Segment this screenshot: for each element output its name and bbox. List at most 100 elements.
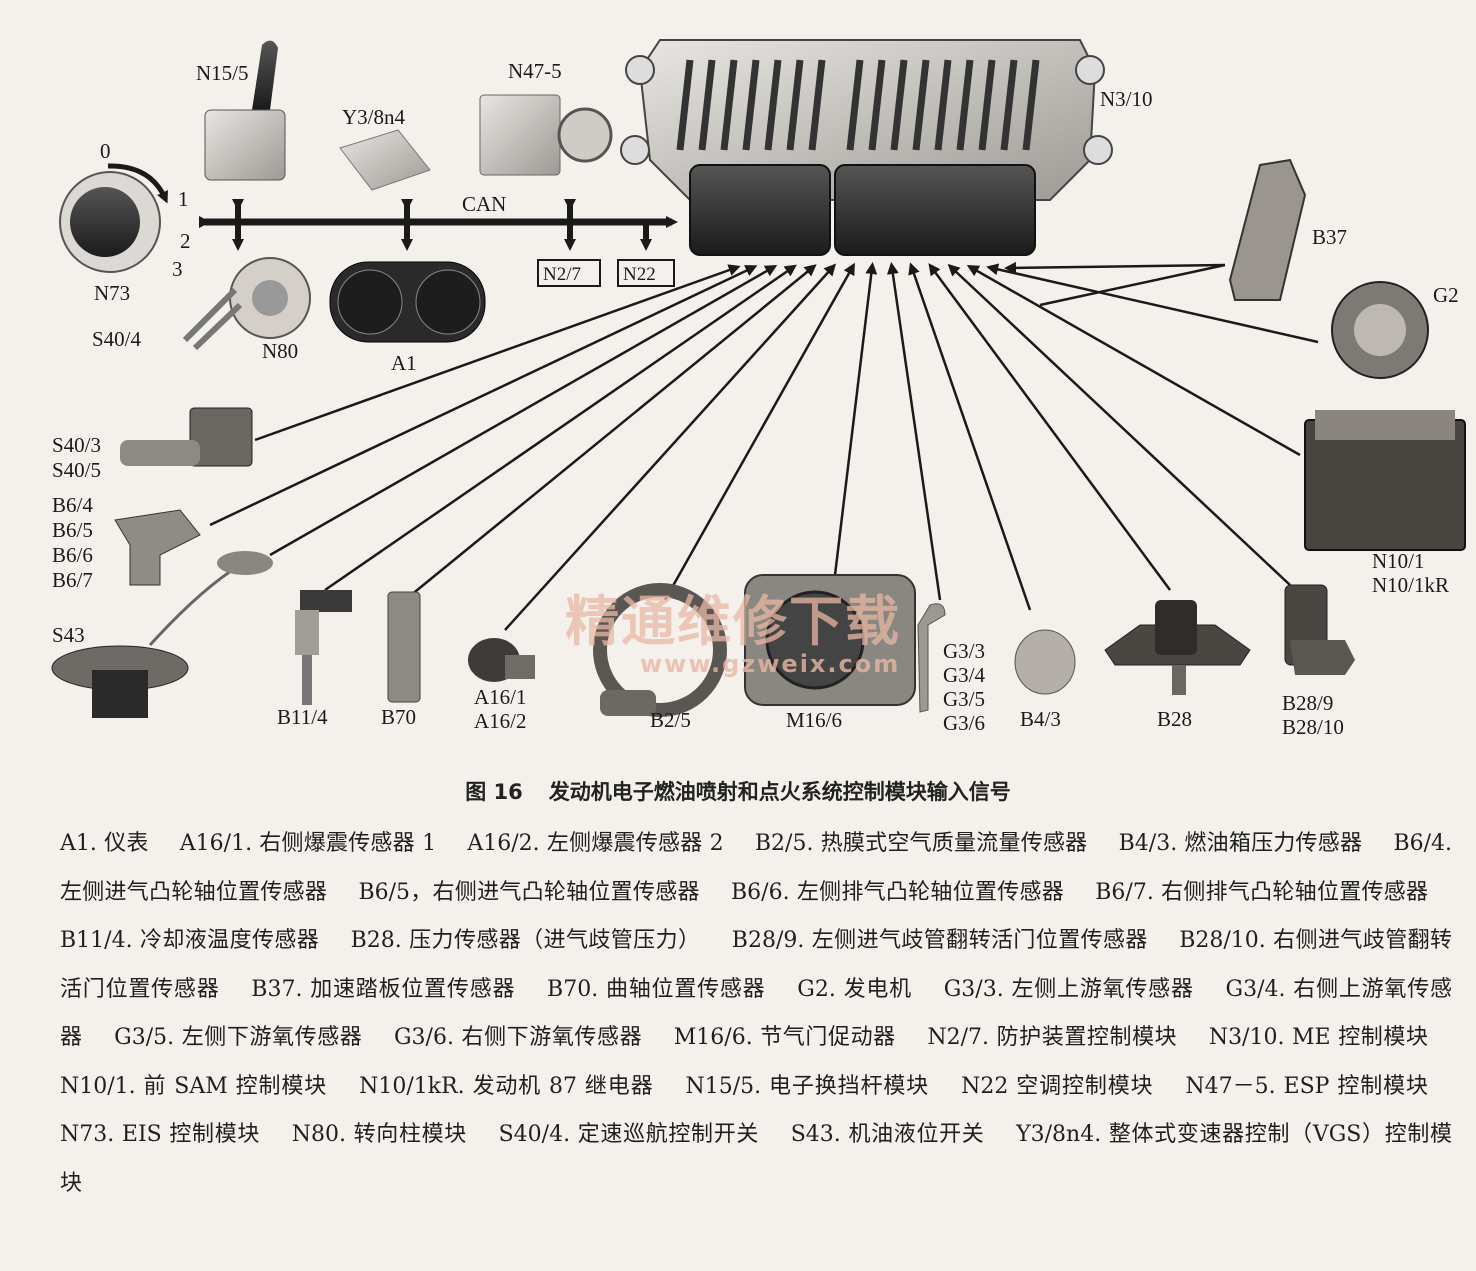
label-n73: N73 xyxy=(94,281,130,305)
label-n10-1kr: N10/1kR xyxy=(1372,573,1449,597)
figure-title: 发动机电子燃油喷射和点火系统控制模块输入信号 xyxy=(548,780,1011,804)
n15-5-shift-module xyxy=(204,40,286,181)
label-g3-6: G3/6 xyxy=(943,711,985,735)
legend-item: N2/7. 防护装置控制模块 xyxy=(927,1025,1178,1050)
b37-accelerator-pedal xyxy=(1228,158,1307,301)
legend-item: N47－5. ESP 控制模块 xyxy=(1185,1073,1429,1099)
label-g3-4: G3/4 xyxy=(943,663,986,687)
label-n2-7: N2/7 xyxy=(543,264,581,285)
label-b37: B37 xyxy=(1312,225,1347,249)
label-n3-10: N3/10 xyxy=(1100,87,1153,111)
legend-item: N10/1kR. 发动机 87 继电器 xyxy=(359,1073,654,1099)
legend-item: B6/4. 左侧进气凸轮轴位置传感器 xyxy=(60,831,1453,905)
s43-oil-level-switch xyxy=(51,551,273,718)
legend-item: B6/6. 左侧排气凸轮轴位置传感器 xyxy=(731,879,1064,905)
label-n22: N22 xyxy=(623,264,656,285)
legend-item: B28. 压力传感器（进气歧管压力） xyxy=(350,928,701,953)
ecu-input-diagram: N3/10 CAN N15/5 Y3/8n4 N47-5 0 1 2 3 N73… xyxy=(51,39,1466,739)
label-n80: N80 xyxy=(262,339,298,363)
legend-item: N3/10. ME 控制模块 xyxy=(1208,1025,1428,1050)
can-bus-taps xyxy=(232,199,652,251)
figure-caption: 图 16 发动机电子燃油喷射和点火系统控制模块输入信号 xyxy=(0,776,1476,806)
label-g3-5: G3/5 xyxy=(943,687,985,711)
label-b4-3: B4/3 xyxy=(1020,707,1061,731)
legend-item: N22 空调控制模块 xyxy=(961,1073,1154,1099)
legend-item: S43. 机油液位开关 xyxy=(790,1122,985,1147)
label-b6-7: B6/7 xyxy=(52,568,93,592)
label-b70: B70 xyxy=(381,705,416,729)
y3-8n4-module xyxy=(339,129,431,191)
legend-item: G3/5. 左侧下游氧传感器 xyxy=(114,1025,363,1050)
label-b28-10: B28/10 xyxy=(1282,715,1344,739)
legend-item: B4/3. 燃油箱压力传感器 xyxy=(1118,831,1363,856)
n10-1-front-sam xyxy=(1304,410,1466,551)
label-g2: G2 xyxy=(1433,283,1459,307)
ecu-module xyxy=(620,39,1113,256)
label-a1: A1 xyxy=(391,351,417,375)
legend-item: A1. 仪表 xyxy=(60,831,149,856)
legend-item: Y3/8n4. 整体式变速器控制（VGS）控制模块 xyxy=(60,1122,1453,1196)
b28-pressure-sensor xyxy=(1104,600,1251,695)
b11-4-coolant-sensor xyxy=(295,590,352,705)
label-can: CAN xyxy=(462,192,506,216)
label-b28: B28 xyxy=(1157,707,1192,731)
label-s40-3: S40/3 xyxy=(52,433,101,457)
watermark-text: 精通维修下载 xyxy=(565,590,901,653)
watermark-url: www.gzweix.com xyxy=(640,650,900,678)
label-g3-3: G3/3 xyxy=(943,639,985,663)
label-m16-6: M16/6 xyxy=(786,708,842,732)
label-b6-5: B6/5 xyxy=(52,518,93,542)
label-n73-pos-0: 0 xyxy=(100,139,111,163)
legend-item: N80. 转向柱模块 xyxy=(291,1122,467,1147)
label-s40-4: S40/4 xyxy=(92,327,142,351)
legend-item: G2. 发电机 xyxy=(797,976,912,1002)
label-n10-1: N10/1 xyxy=(1372,549,1425,573)
label-s43: S43 xyxy=(52,623,85,647)
legend-item: A16/2. 左侧爆震传感器 2 xyxy=(467,831,724,856)
legend-item: G3/6. 右侧下游氧传感器 xyxy=(393,1025,643,1050)
b2-5-mass-air-flow-sensor xyxy=(593,583,727,717)
legend-item: B37. 加速踏板位置传感器 xyxy=(251,976,516,1002)
legend-item: N10/1. 前 SAM 控制模块 xyxy=(60,1073,328,1099)
b70-crankshaft-sensor xyxy=(387,591,421,703)
figure-number: 图 16 xyxy=(465,780,523,804)
legend-item: A16/1. 右侧爆震传感器 1 xyxy=(179,831,437,856)
b28-9-flap-position-sensor xyxy=(1284,584,1355,675)
diagram-labels: N3/10 CAN N15/5 Y3/8n4 N47-5 0 1 2 3 N73… xyxy=(52,59,1459,739)
label-b2-5: B2/5 xyxy=(650,708,691,732)
g2-alternator xyxy=(1331,281,1429,379)
legend-item: N15/5. 电子换挡杆模块 xyxy=(685,1073,930,1099)
n73-eis-module xyxy=(59,163,168,273)
b6-camshaft-sensor xyxy=(114,509,201,586)
label-s40-5: S40/5 xyxy=(52,458,101,482)
legend-item: B28/10. 右侧进气歧管翻转活门位置传感器 xyxy=(60,928,1452,1002)
n80-steering-column-module xyxy=(182,257,311,351)
input-signal-lines xyxy=(209,261,1319,631)
legend-item: G3/4. 右侧上游氧传感器 xyxy=(60,976,1452,1051)
legend-item: M16/6. 节气门促动器 xyxy=(673,1025,896,1050)
label-y3-8n4: Y3/8n4 xyxy=(342,105,406,129)
b4-3-fuel-tank-pressure-sensor xyxy=(1014,629,1076,695)
label-n73-pos-2: 2 xyxy=(180,229,191,253)
label-a16-1: A16/1 xyxy=(474,685,527,709)
legend-item: B11/4. 冷却液温度传感器 xyxy=(60,928,320,953)
label-b6-4: B6/4 xyxy=(52,493,93,517)
legend-item: B6/5，右侧进气凸轮轴位置传感器 xyxy=(358,879,700,905)
legend-item: S40/4. 定速巡航控制开关 xyxy=(498,1122,760,1147)
legend-item: B70. 曲轴位置传感器 xyxy=(547,976,766,1002)
figure-legend: A1. 仪表 A16/1. 右侧爆震传感器 1 A16/2. 左侧爆震传感器 2… xyxy=(60,820,1452,1208)
m16-6-throttle-actuator xyxy=(744,574,916,706)
legend-item: G3/3. 左侧上游氧传感器 xyxy=(943,976,1194,1002)
label-b6-6: B6/6 xyxy=(52,543,93,567)
label-n73-pos-3: 3 xyxy=(172,257,183,281)
n22-box xyxy=(617,259,675,287)
label-b11-4: B11/4 xyxy=(277,705,328,729)
label-n15-5: N15/5 xyxy=(196,61,249,85)
n2-7-box xyxy=(537,259,601,287)
legend-item: B6/7. 右侧排气凸轮轴位置传感器 xyxy=(1095,879,1428,905)
label-n47-5: N47-5 xyxy=(508,59,562,83)
label-a16-2: A16/2 xyxy=(474,709,527,733)
legend-item: B28/9. 左侧进气歧管翻转活门位置传感器 xyxy=(731,928,1148,953)
a16-knock-sensor xyxy=(468,638,535,682)
g3-oxygen-sensor xyxy=(917,603,946,713)
